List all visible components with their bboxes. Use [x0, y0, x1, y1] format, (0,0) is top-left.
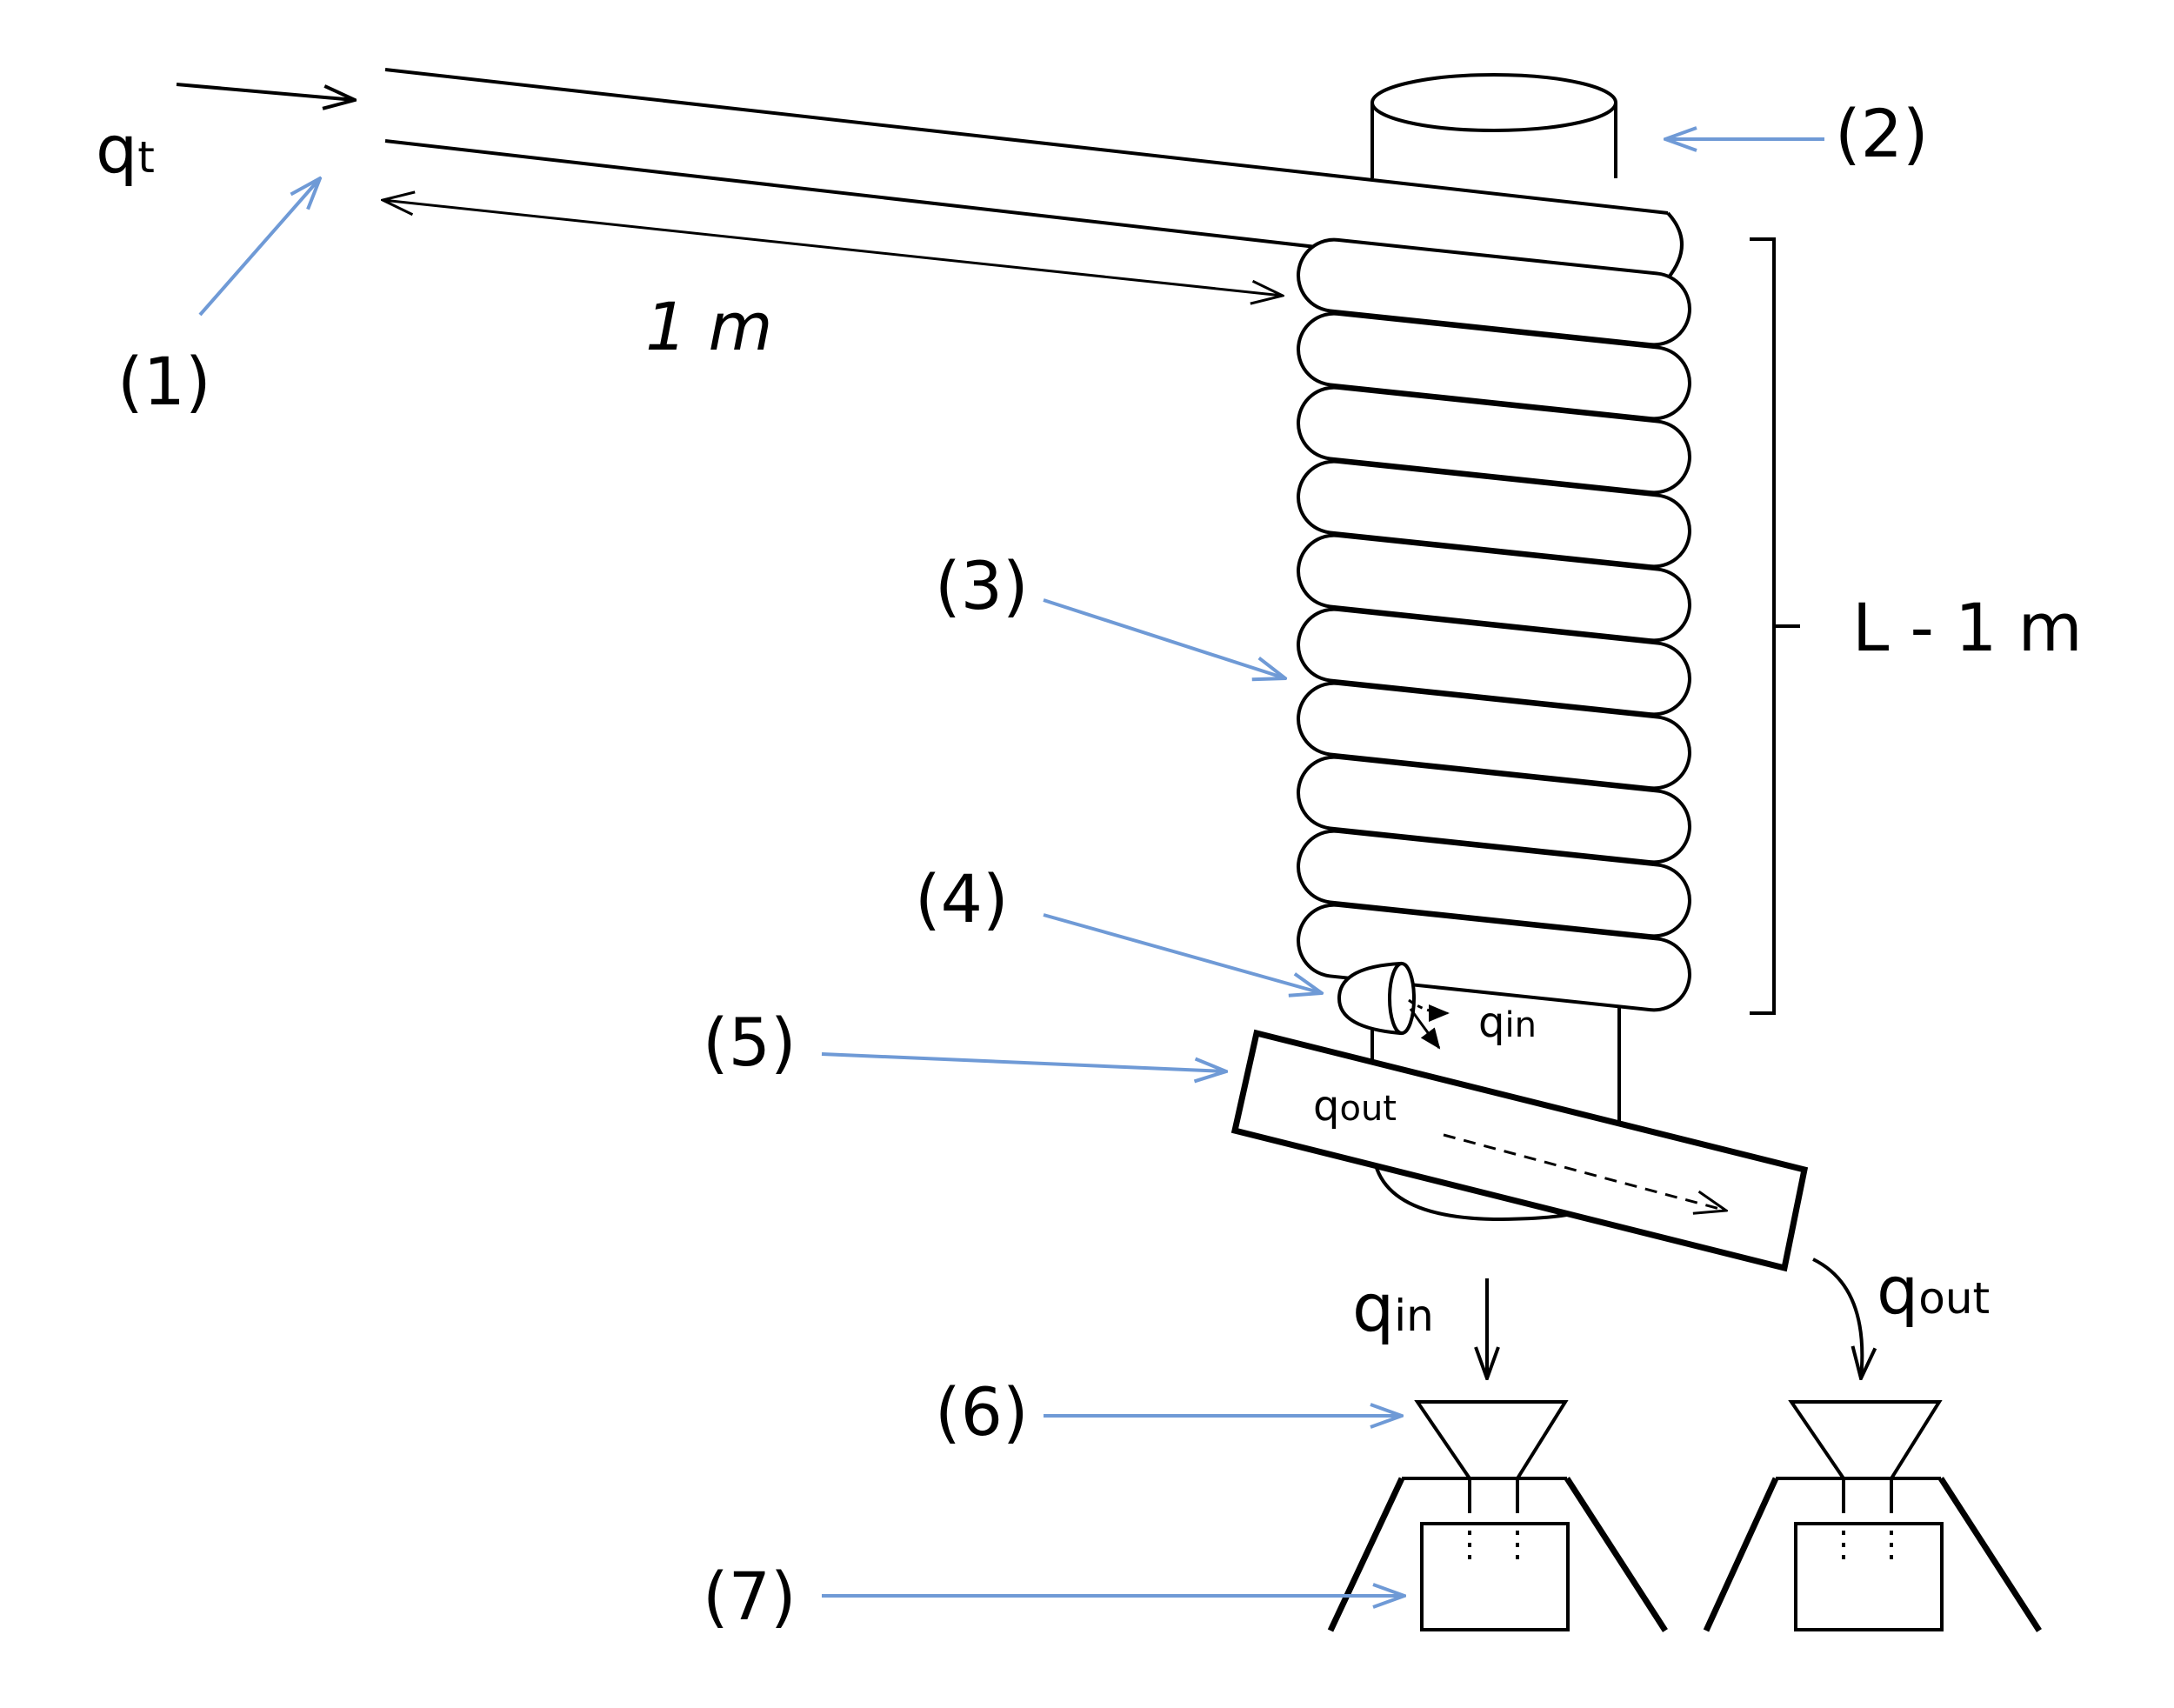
qout-drop-arrow [1812, 1258, 1862, 1378]
right-collector [1703, 1400, 2042, 1632]
callout-arrow-3 [1043, 598, 1285, 678]
label-l-minus-1m: L - 1 m [1852, 589, 2083, 666]
label-qt: qt [96, 110, 155, 188]
splitter-outlet [1337, 961, 1450, 1050]
label-5: (5) [703, 1004, 797, 1081]
one-meter-dimension [383, 200, 1283, 296]
callout-arrow-4 [1043, 913, 1322, 993]
label-2: (2) [1835, 95, 1929, 172]
callout-arrows [198, 139, 1824, 1596]
label-qin: qin [1352, 1269, 1434, 1346]
callout-arrow-5 [821, 1052, 1226, 1071]
qt-flow-arrow [176, 83, 355, 100]
left-collector [1327, 1400, 1668, 1632]
helical-coil [1297, 237, 1691, 1012]
label-7: (7) [703, 1558, 797, 1635]
collector-tray [1230, 1029, 1809, 1272]
callout-arrow-1 [198, 178, 320, 317]
label-qout-small: qout [1313, 1082, 1397, 1131]
label-qin-small: qin [1478, 998, 1537, 1047]
coil-length-bracket [1750, 237, 1800, 1015]
label-4: (4) [915, 860, 1009, 937]
label-3: (3) [935, 547, 1029, 624]
label-qout: qout [1877, 1251, 1990, 1329]
label-one-meter: 1 m [645, 288, 773, 365]
label-6: (6) [935, 1373, 1029, 1451]
label-1: (1) [117, 343, 211, 420]
